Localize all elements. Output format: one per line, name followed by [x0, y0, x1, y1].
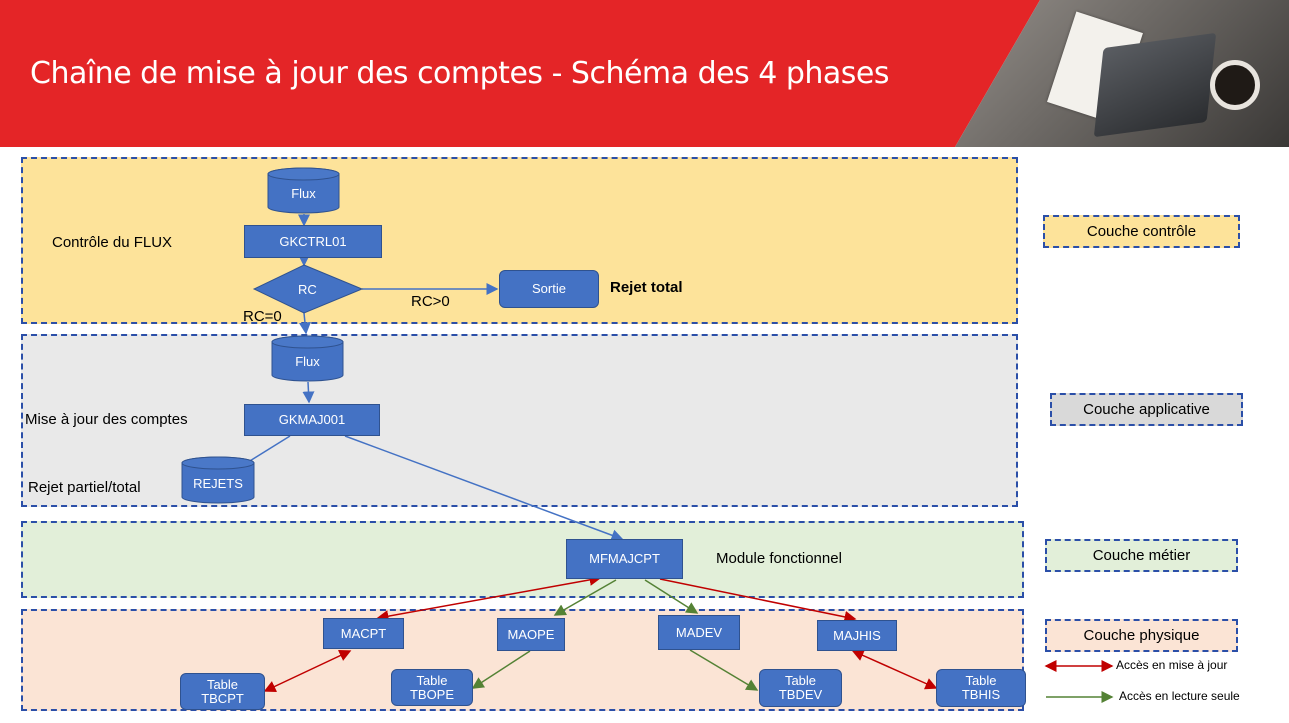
control-flux-label: Contrôle du FLUX: [52, 234, 173, 251]
gkmaj001-box: GKMAJ001: [244, 404, 380, 436]
gkmaj001-to-mfmajcpt-arrow: [344, 435, 624, 541]
rejet-total-label: Rejet total: [610, 279, 683, 296]
madev-box: MADEV: [658, 615, 740, 650]
module-fonctionnel-label: Module fonctionnel: [716, 550, 842, 567]
madev-tbdev-read-arrow: [689, 649, 759, 691]
table-tbcpt-line1: Table: [206, 676, 239, 692]
maope-box: MAOPE: [497, 618, 565, 651]
table-tbdev-line1: Table: [784, 673, 817, 688]
mfmajcpt-macpt-update-arrow: [376, 573, 602, 623]
rc-zero-label: RC=0: [243, 308, 282, 325]
legend-update-text: Accès en mise à jour: [1116, 658, 1228, 672]
header-banner: [0, 0, 1040, 147]
macpt-box: MACPT: [323, 618, 404, 649]
table-tbdev-line2: TBDEV: [778, 687, 823, 702]
flux-application-cylinder: Flux: [271, 335, 344, 382]
flux-to-gkmaj001-arrow: [302, 381, 315, 404]
rejets-cylinder: REJETS: [181, 456, 255, 504]
application-layer-band: [21, 334, 1018, 507]
rc-decision-label: RC: [298, 282, 317, 297]
photo-coffee-cup: [1210, 60, 1260, 110]
mfmajcpt-majhis-update-arrow: [659, 578, 857, 623]
table-tbope-box: Table TBOPE: [391, 669, 473, 706]
rc-decision-diamond: [252, 264, 364, 314]
flux-input-cylinder: Flux: [267, 167, 340, 214]
table-tbhis-line2: TBHIS: [961, 687, 1001, 702]
mfmajcpt-madev-read-arrow: [644, 579, 699, 614]
table-tbhis-line1: Table: [965, 673, 997, 688]
table-tbope-line1: Table: [416, 672, 448, 688]
rc-positive-label: RC>0: [411, 293, 450, 310]
gkmaj001-to-rejets-line: [244, 435, 291, 465]
flux-input-label: Flux: [291, 186, 316, 201]
maope-tbope-read-arrow: [471, 650, 531, 689]
rc-to-flux-arrow: [298, 312, 311, 335]
page-title: Chaîne de mise à jour des comptes - Sché…: [30, 56, 890, 91]
legend-read-text: Accès en lecture seule: [1119, 689, 1240, 703]
gkctrl01-box: GKCTRL01: [244, 225, 382, 258]
sortie-box: Sortie: [499, 270, 599, 308]
table-tbhis-box: Table TBHIS: [936, 669, 1026, 707]
couche-metier-label: Couche métier: [1045, 539, 1238, 572]
header: Chaîne de mise à jour des comptes - Sché…: [0, 0, 1289, 147]
rejets-label: REJETS: [193, 475, 243, 491]
table-tbdev-box: Table TBDEV: [759, 669, 842, 707]
couche-applicative-label: Couche applicative: [1050, 393, 1243, 426]
table-tbcpt-line2: TBCPT: [201, 690, 244, 706]
table-tbope-line2: TBOPE: [409, 686, 455, 702]
table-tbcpt-box: Table TBCPT: [180, 673, 265, 710]
couche-physique-label: Couche physique: [1045, 619, 1238, 652]
couche-controle-label: Couche contrôle: [1043, 215, 1240, 248]
macpt-tbcpt-update-arrow: [263, 650, 352, 692]
mfmajcpt-maope-read-arrow: [553, 579, 617, 616]
rejet-partiel-label: Rejet partiel/total: [28, 479, 141, 496]
flux-application-label: Flux: [295, 354, 320, 369]
majhis-tbhis-update-arrow: [851, 649, 938, 690]
majhis-box: MAJHIS: [817, 620, 897, 651]
mise-a-jour-label: Mise à jour des comptes: [25, 411, 188, 428]
mfmajcpt-box: MFMAJCPT: [566, 539, 683, 579]
